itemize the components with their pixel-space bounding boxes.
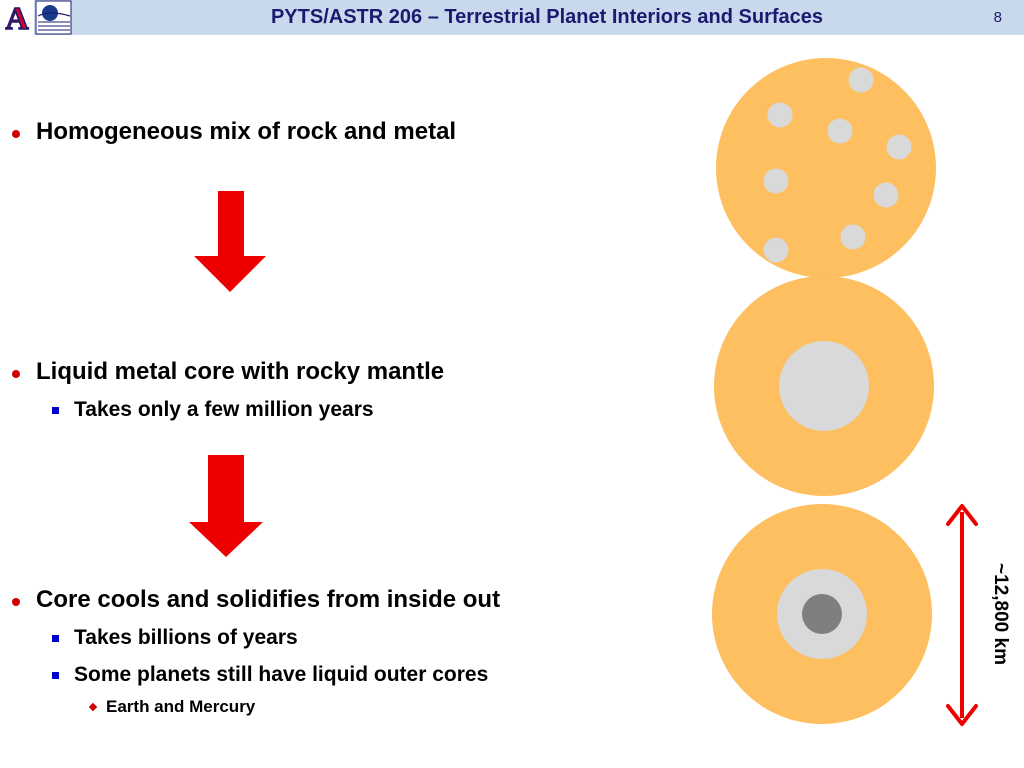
page-title: PYTS/ASTR 206 – Terrestrial Planet Inter…: [270, 6, 824, 28]
down-arrow-icon: [189, 455, 263, 557]
bullet-billions-of-years: Takes billions of years: [74, 626, 298, 649]
bullet-earth-mercury: Earth and Mercury: [106, 697, 256, 716]
bullet-dot-icon: [12, 130, 20, 138]
header-bar: A PYTS/ASTR 206 – Terrestrial Planet Int…: [0, 0, 1024, 35]
bullet-few-million-years: Takes only a few million years: [74, 398, 374, 421]
bullet-core-cools: Core cools and solidifies from inside ou…: [36, 586, 501, 613]
bullet-square-icon: [52, 407, 59, 414]
bullet-dot-icon: [12, 370, 20, 378]
bullet-square-icon: [52, 672, 59, 679]
svg-text:A: A: [5, 0, 28, 35]
bullet-homogeneous: Homogeneous mix of rock and metal: [36, 118, 457, 145]
planet-solid-core: [712, 504, 932, 724]
down-arrow-icon: [194, 191, 266, 292]
planet-homogeneous: [716, 58, 936, 278]
scale-label: ~12,800 km: [990, 563, 1011, 665]
bullet-liquid-core: Liquid metal core with rocky mantle: [36, 358, 445, 385]
planet-liquid-core: [714, 276, 934, 496]
scale-double-arrow-icon: [946, 504, 978, 726]
bullet-liquid-outer-cores: Some planets still have liquid outer cor…: [74, 663, 489, 686]
bullet-square-icon: [52, 635, 59, 642]
bullet-dot-icon: [12, 598, 20, 606]
page-number: 8: [993, 9, 1002, 26]
university-logo: A: [0, 0, 72, 35]
